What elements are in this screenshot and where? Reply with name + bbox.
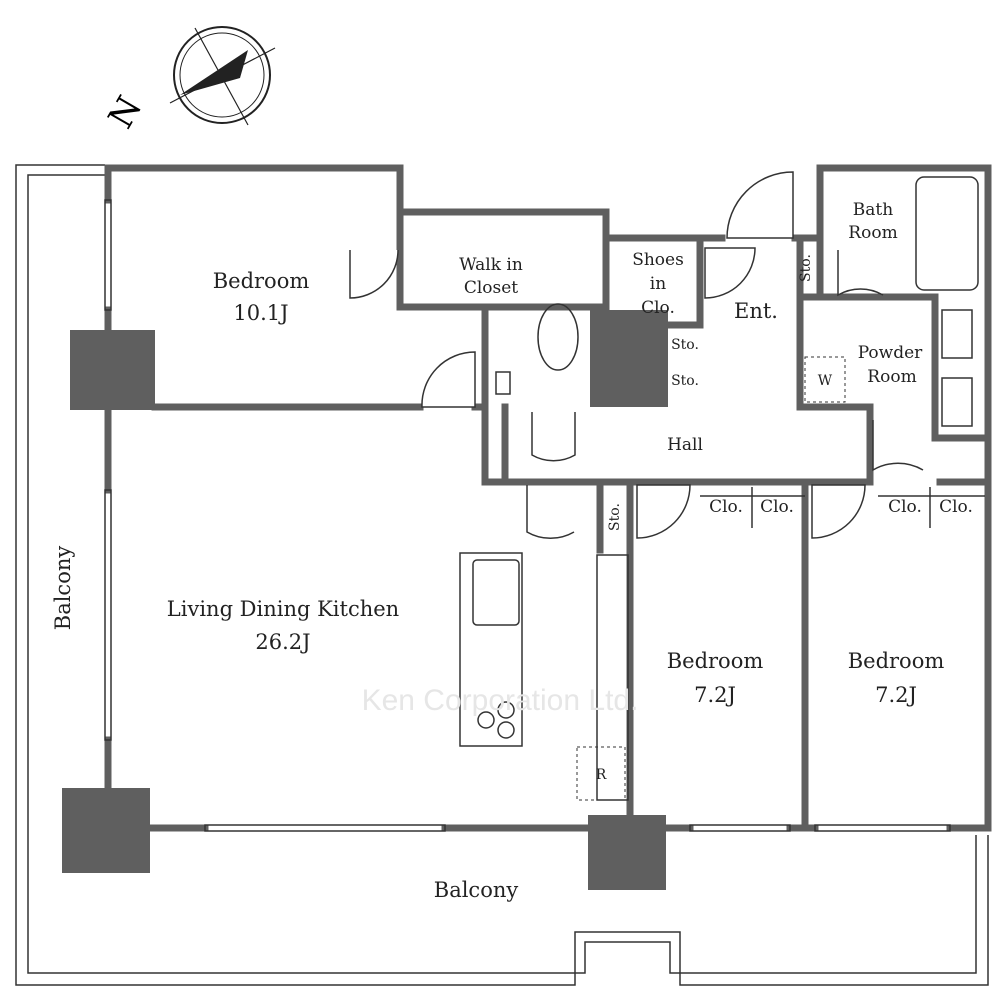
walls	[104, 164, 992, 832]
refrigerator-label: R	[596, 767, 607, 783]
bedroom1-size: 10.1J	[233, 301, 288, 325]
storage-label: Sto.	[798, 254, 814, 282]
storage-label: Sto.	[671, 337, 699, 353]
bedroom3-label: Bedroom	[848, 649, 945, 673]
ldk-size: 26.2J	[255, 630, 310, 654]
shoes-closet-label: in	[650, 274, 666, 294]
toilet-icon	[537, 303, 579, 371]
washer-space	[804, 356, 846, 403]
washer-label: W	[818, 373, 833, 389]
shoes-closet-label: Clo.	[641, 298, 675, 318]
structural-column	[62, 788, 150, 873]
closet-label: Clo.	[760, 497, 794, 517]
hall-label: Hall	[667, 435, 703, 455]
kitchen-sink	[472, 559, 520, 626]
bedroom2-label: Bedroom	[667, 649, 764, 673]
ldk-label: Living Dining Kitchen	[167, 597, 399, 621]
kitchen-island	[459, 552, 523, 747]
bedroom1-label: Bedroom	[213, 269, 310, 293]
storage-label: Sto.	[671, 373, 699, 389]
bedroom2-size: 7.2J	[694, 683, 736, 707]
powder-room-label: Powder	[858, 343, 923, 363]
watermark: Ken Corporation Ltd.	[362, 684, 639, 717]
sink	[941, 377, 973, 427]
powder-room-label: Room	[867, 367, 916, 387]
closet-label: Clo.	[709, 497, 743, 517]
balcony-outline	[15, 164, 989, 986]
burner-icon	[497, 721, 515, 739]
doors	[349, 171, 924, 539]
bathtub	[915, 176, 979, 291]
refrigerator-space	[576, 746, 626, 801]
kitchen-counter	[596, 554, 629, 801]
bedroom3-size: 7.2J	[875, 683, 917, 707]
storage-label: Sto.	[607, 503, 623, 531]
closet-label: Clo.	[939, 497, 973, 517]
balcony-left-label: Balcony	[51, 546, 75, 631]
burner-icon	[477, 711, 495, 729]
structural-column	[588, 815, 666, 890]
compass-icon: N	[101, 26, 276, 136]
walk-in-closet-label: Closet	[464, 278, 518, 298]
compass-north-label: N	[101, 90, 151, 136]
bath-label: Room	[848, 223, 897, 243]
bath-label: Bath	[853, 200, 893, 220]
structural-column	[70, 330, 155, 410]
balcony-bottom-label: Balcony	[434, 878, 519, 902]
fixtures	[459, 176, 985, 801]
closet-label: Clo.	[888, 497, 922, 517]
entrance-label: Ent.	[734, 299, 778, 323]
shoes-closet-label: Shoes	[632, 250, 684, 270]
walk-in-closet-label: Walk in	[459, 255, 523, 275]
sink	[941, 309, 973, 359]
burner-icon	[497, 701, 515, 719]
windows	[104, 199, 951, 832]
